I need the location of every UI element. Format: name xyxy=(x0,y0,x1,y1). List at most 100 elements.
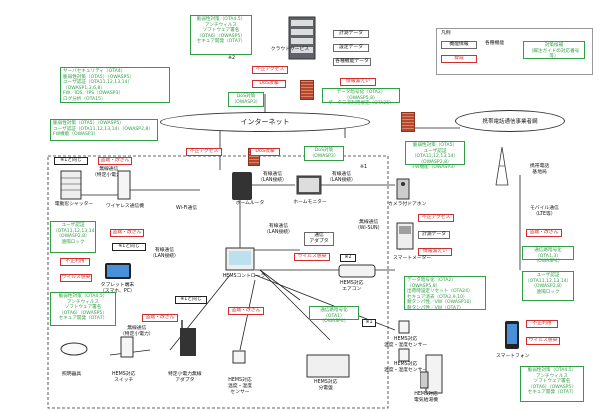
hems-controller-icon xyxy=(225,247,255,271)
link-wireless-small: 無線通信 （特定小電力） xyxy=(92,167,126,178)
shutter-countermeasure-box: ユーザ認証 （OTA11,12,13,14） （OWASP2,8） 遠隔ロック xyxy=(50,221,99,253)
carrier-network-cloud: 携帯電話通信事業者網 xyxy=(455,110,565,132)
distribution-label: HEMS対応 分電盤 xyxy=(314,380,338,391)
cloud-data-3: 各種機能データ xyxy=(333,58,371,66)
link-wisun: 無線通信 （Wi-SUN） xyxy=(355,220,383,231)
base-station-label: 携帯電話 基地局 xyxy=(530,164,550,175)
note-1c: ※1 xyxy=(360,165,368,170)
switch-icon xyxy=(120,336,134,358)
legend-title: 凡例 xyxy=(441,31,451,36)
note-2b: ※2 xyxy=(340,254,356,262)
threat-dos: DoS攻撃 xyxy=(252,80,286,88)
distribution-board-icon xyxy=(306,354,350,378)
threat-illegal-access: 不正アクセス xyxy=(252,66,288,74)
encrypt-measure-cloud: データ暗号化（OTA2）（OWASP5,8） データ二次利用規定（OTA25） xyxy=(322,88,400,106)
intercom-icon xyxy=(396,178,410,200)
monitor-icon xyxy=(296,175,322,195)
low-power-adapter-icon xyxy=(180,320,196,356)
threat-unauthorized-phone: 不正利用 xyxy=(526,320,558,328)
camera-countermeasure-box: 脆弱性対策（OTA5） ユーザ認証 （OTA11,12,13,14）（OWASP… xyxy=(405,141,465,170)
link-wired-lan-3: 有線通信 （LAN接続） xyxy=(150,248,179,259)
legend-functions: 各種機能 xyxy=(485,41,505,46)
threat-theft-switch: 盗聴・改ざん xyxy=(142,314,178,322)
note-1-near-sensor: ※1 xyxy=(362,319,376,327)
legend-countermeasure-note: （脚注ガイドの対応番号等） xyxy=(528,48,580,60)
shutter-label: 電動窓シャッター xyxy=(54,202,94,207)
hems-controller-label: HEMSコントローラ xyxy=(222,274,266,279)
router-icon xyxy=(232,172,252,200)
note-same-1c: ※1と同じ xyxy=(175,296,207,304)
server-security-box: サーバセキュリティ（OTA4） 脆弱性対策（OTA5）（OWASP5） ユーザ認… xyxy=(60,67,170,103)
threat-virus-phone: ウイルス感染 xyxy=(526,337,560,345)
wifi-label: Wi-Fi通信 xyxy=(176,206,198,211)
link-wired-lan-2: 有線通信 （LAN接続） xyxy=(327,172,356,183)
switch-label: HEMS対応 スイッチ xyxy=(112,372,136,383)
legend-countermeasure: 対策候補 （脚注ガイドの対応番号等） xyxy=(523,41,585,59)
cloud-service-label: クラウドサービス xyxy=(270,47,310,52)
meter-data: 計測データ xyxy=(418,231,450,239)
link-wired-lan-1: 有線通信 （LAN接続） xyxy=(258,172,287,183)
home-monitor-label: ホームモニター xyxy=(293,200,327,205)
firewall-icon xyxy=(300,80,314,100)
note-same-1a: ※1と同じ xyxy=(54,157,88,165)
adapter-box: 通信 アダプタ xyxy=(304,232,334,246)
threat-info-leak-meter: 情報漏えい xyxy=(418,248,452,256)
threat-illegal-access-meter: 不正アクセス xyxy=(418,214,454,222)
mobile-comm-label: モバイル通信 （LTE等） xyxy=(530,206,559,217)
link-wireless-small-2: 無線通信 （特定小電力） xyxy=(120,326,154,337)
temp-sensor-icon xyxy=(398,320,410,334)
note-same-1b: ※1と同じ xyxy=(112,243,146,251)
water-heater-label: HEMS対応 電気給湯機 xyxy=(414,392,438,403)
threat-theft-low-power: 盗聴・改ざん xyxy=(228,307,264,315)
tablet-countermeasure-box: 脆弱性対策（OTA4,5） アンチウィルス ソフトウェア署名 （OTA6）（OW… xyxy=(50,292,116,326)
mobile-comm-encrypt-box: 通信路暗号化 （OTA1,3）（OWASP4） xyxy=(522,246,574,264)
smartphone-icon xyxy=(505,321,519,349)
cloud-data-1: 計測データ xyxy=(333,30,369,38)
threat-theft-shutter: 盗聴・改ざん xyxy=(98,157,132,165)
threat-info-leak: 情報漏えい xyxy=(340,78,376,86)
threat-virus: ウイルス感染 xyxy=(60,274,92,282)
phone-vuln-box: 脆弱性対策（OTA4,5） アンチウィルス ソフトウェア署名 （OTA6）（OW… xyxy=(520,366,584,402)
server-rack-icon xyxy=(288,16,316,60)
threat-virus-hems: ウイルス感染 xyxy=(294,253,330,261)
threat-theft-mobile: 盗聴・改ざん xyxy=(526,229,562,237)
dos-measure-cloud: DoS対策（OWASP3） xyxy=(228,92,264,108)
legend-function-info: 機能情報 xyxy=(441,41,477,49)
carrier-label: 携帯電話通信事業者網 xyxy=(482,119,538,125)
threat-unauthorized-use: 不正利用 xyxy=(60,258,90,266)
smartphone-label: スマートフォン xyxy=(496,354,530,359)
temp-sensor-label-1: HEMS対応 温度・湿度センサー xyxy=(384,337,428,348)
aircon-label: HEMS対応 エアコン xyxy=(340,281,364,292)
note-2: ※2 xyxy=(228,56,236,61)
threat-illegal-access-home: 不正アクセス xyxy=(186,148,222,156)
smartmeter-countermeasure-box: データ暗号化（OTA2）（OWASP5,8） 出荷時設定リセット（OTA24） … xyxy=(404,276,486,311)
smartmeter-icon xyxy=(396,222,414,250)
light-icon xyxy=(60,342,88,356)
internet-cloud: インターネット xyxy=(160,112,370,132)
base-station-tower-icon xyxy=(495,146,509,186)
hems-sensor-label: HEMS対応 温度・湿度 センサー xyxy=(228,378,252,395)
dos-measure-home: DoS対策（OWASP3） xyxy=(304,146,344,162)
router-countermeasure-box: 脆弱性対策（OTA5）（OWASP5） ユーザ認証（OTA11,12,13,14… xyxy=(50,119,158,141)
camera-intercom-label: カメラ付ドアホン xyxy=(388,202,427,207)
temp-sensor-icon xyxy=(398,348,410,362)
cloud-data-2: 設定データ xyxy=(333,44,369,52)
water-heater-icon xyxy=(420,354,443,394)
sensor-icon xyxy=(232,350,246,364)
tablet-label: タブレット端末 （スマホ、PC） xyxy=(100,283,135,294)
wireless-relay-label: ワイヤレス通信機 xyxy=(105,204,145,209)
internet-label: インターネット xyxy=(240,118,290,126)
shutter-icon xyxy=(60,170,82,200)
router-label: ホームルータ xyxy=(235,201,265,206)
legend-threat: 脅威 xyxy=(441,55,477,63)
wireless-relay-icon xyxy=(117,170,131,200)
threat-dos-home: DoS攻撃 xyxy=(250,148,280,156)
light-label: 照明器具 xyxy=(62,372,82,377)
threat-theft-hems: 盗聴・改ざん xyxy=(110,229,144,237)
temp-sensor-label-2: HEMS対応 温度・湿度センサー xyxy=(384,362,428,373)
cloud-countermeasure-box: 脆弱性対策（OTA4,5） アンチウィルス ソフトウェア署名 （OTA6）（OW… xyxy=(190,15,252,55)
low-power-adapter-label: 特定小電力無線 アダプタ xyxy=(168,372,202,383)
legend: 凡例 機能情報 各種機能 脅威 対策候補 （脚注ガイドの対応番号等） xyxy=(436,28,593,75)
link-wired-lan-4: 有線通信 （LAN接続） xyxy=(264,224,293,235)
